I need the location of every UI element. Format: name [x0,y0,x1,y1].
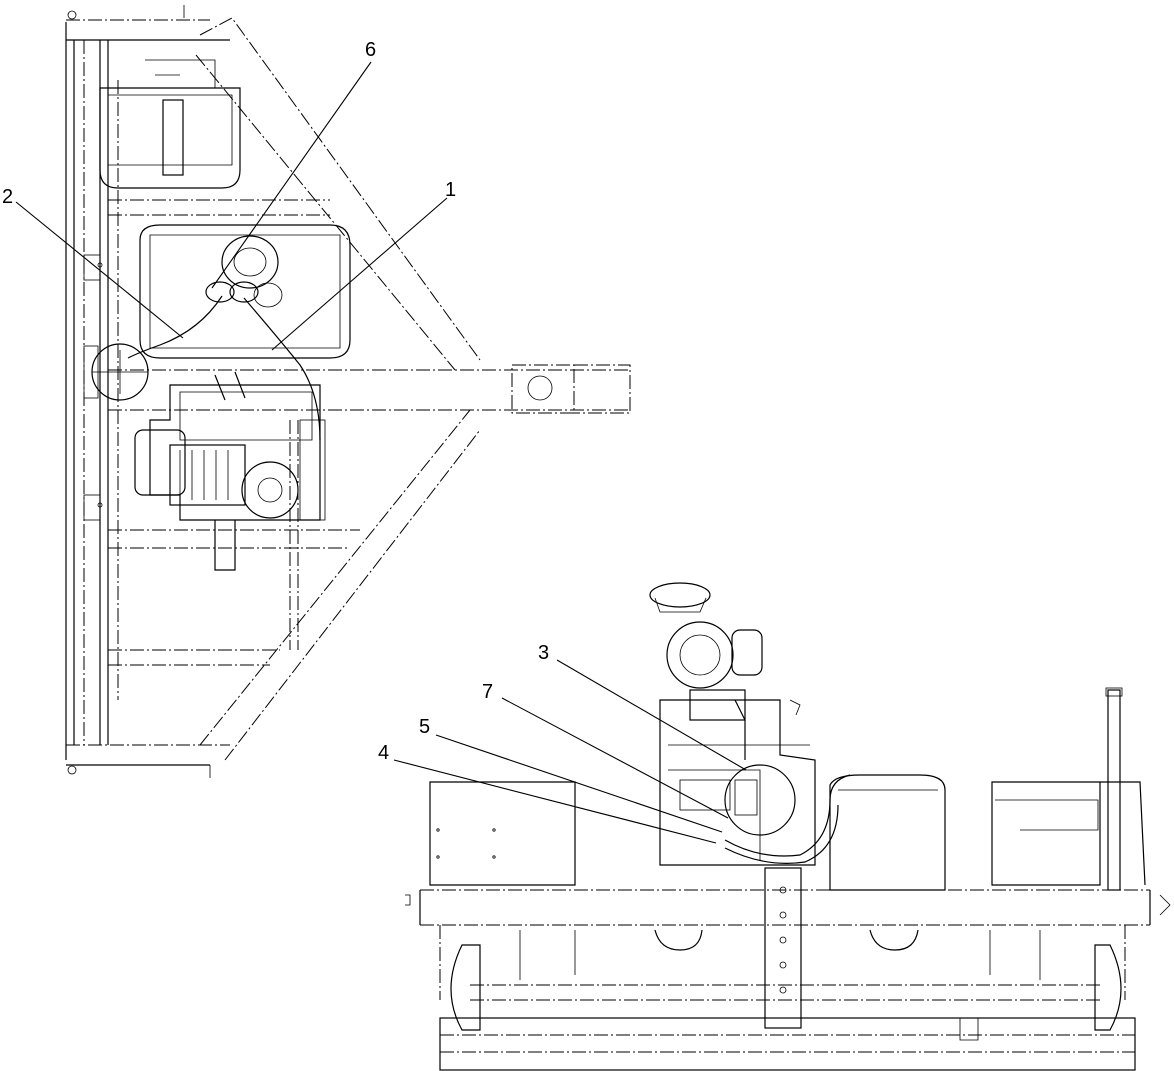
leader-1 [271,197,448,351]
leader-2 [15,201,184,339]
leader-4 [393,759,717,844]
callout-2: 2 [2,186,13,208]
callout-3: 3 [538,642,549,664]
leader-3 [556,659,747,771]
callout-labels: 1 2 3 4 5 6 7 [2,39,549,764]
callout-6: 6 [365,39,376,61]
callout-5: 5 [419,716,430,738]
callout-4: 4 [378,742,389,764]
leader-lines [15,61,747,844]
callout-7: 7 [482,681,493,703]
leader-7 [501,697,729,819]
top-view-assembly [65,5,631,778]
leader-6 [211,61,372,289]
rear-view-assembly [405,582,1171,1071]
callout-1: 1 [445,179,456,201]
leader-5 [435,734,723,833]
